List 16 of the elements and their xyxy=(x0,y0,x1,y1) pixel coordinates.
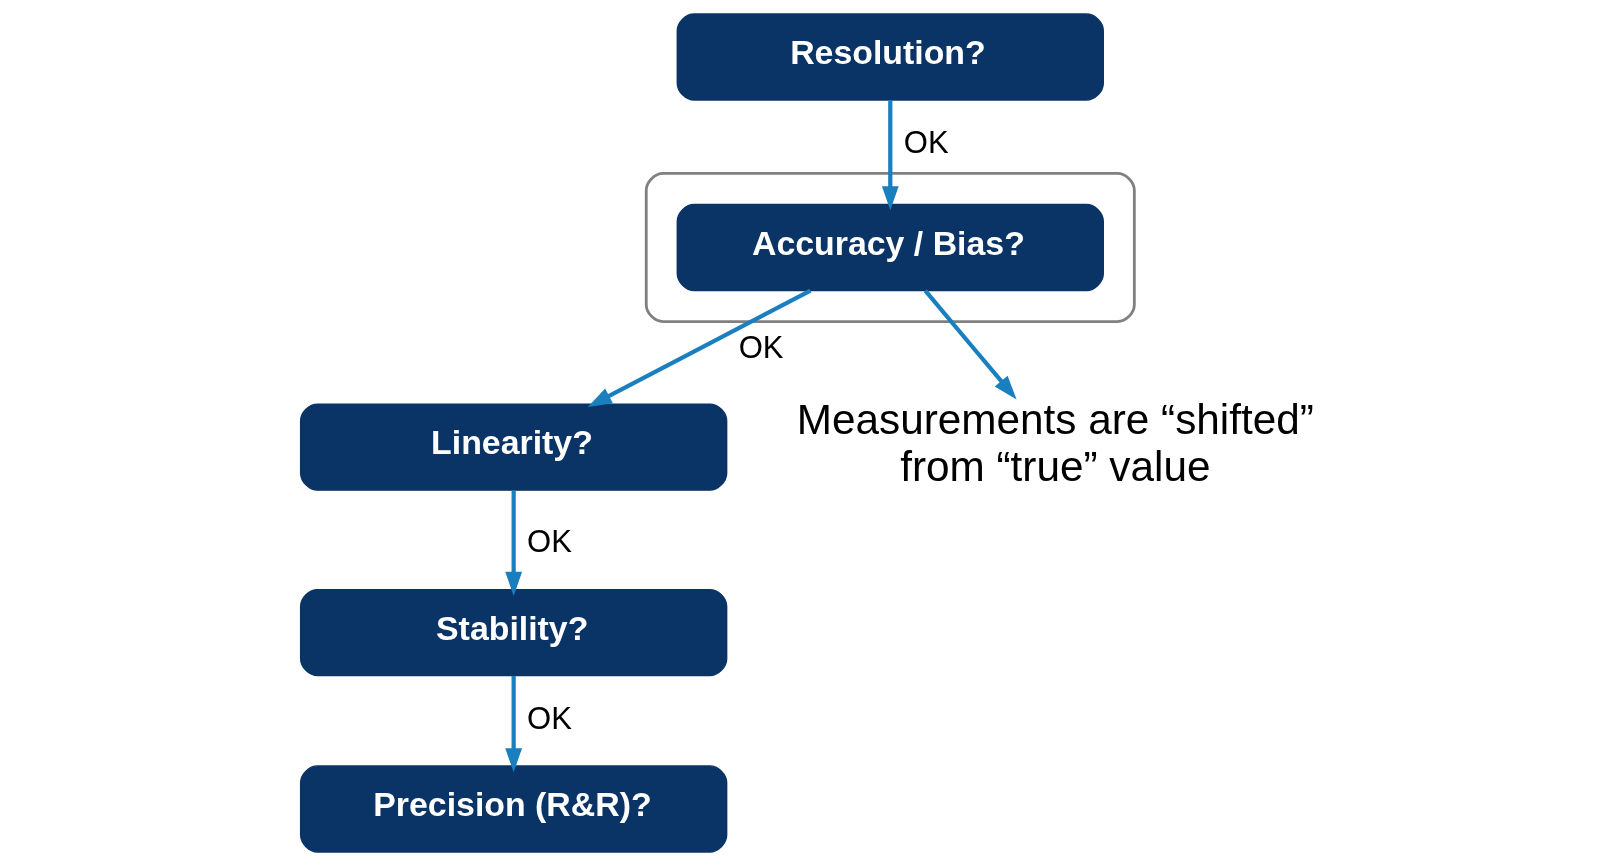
node-box: Precision (R&R)? xyxy=(299,765,727,853)
arrow xyxy=(881,100,899,211)
arrow xyxy=(504,676,522,773)
edge-label: OK xyxy=(526,524,572,560)
arrow xyxy=(923,289,1017,400)
node-box: Linearity? xyxy=(299,403,727,491)
edge-label: OK xyxy=(738,329,784,365)
edge-label: OK xyxy=(903,125,949,161)
node-box: Resolution? xyxy=(676,13,1104,101)
arrow xyxy=(587,288,811,407)
node-box: Accuracy / Bias? xyxy=(676,203,1104,292)
cluster xyxy=(644,172,1136,323)
edge-label: OK xyxy=(526,700,572,736)
arrow xyxy=(504,490,522,596)
node-text: Measurements are “shifted” from “true” value xyxy=(796,396,1314,490)
node-box: Stability? xyxy=(299,588,727,677)
